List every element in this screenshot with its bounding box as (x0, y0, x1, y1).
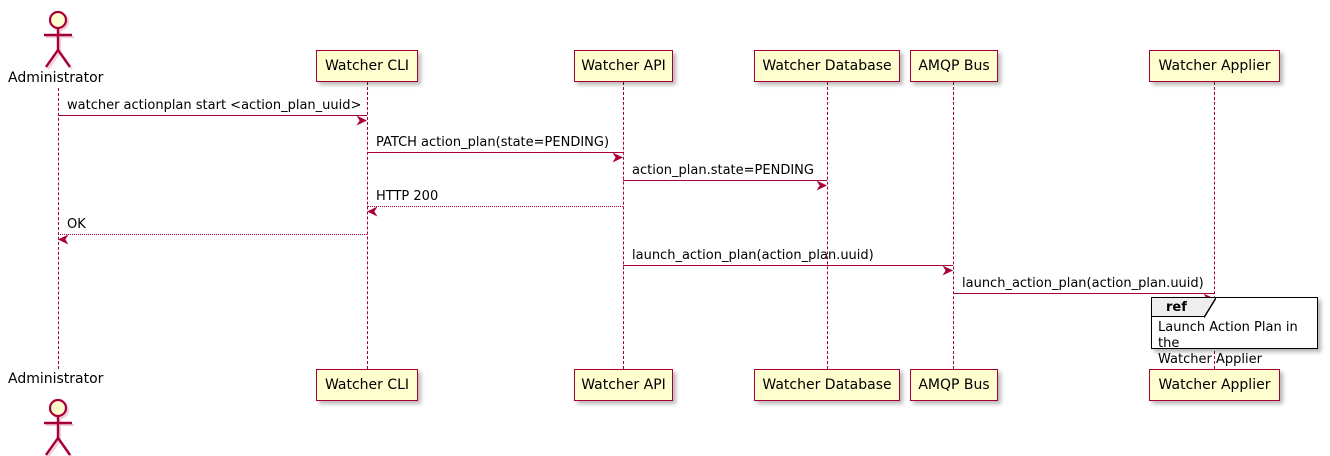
lifeline-watcher-cli (367, 82, 368, 369)
participant-box-watcher-api-bottom[interactable]: Watcher API (574, 369, 673, 401)
participant-box-watcher-cli-top[interactable]: Watcher CLI (316, 50, 418, 82)
message-label-2: PATCH action_plan(state=PENDING) (376, 135, 610, 150)
actor-label-administrator-bottom: Administrator (8, 371, 104, 387)
ref-fragment-tab: ref (1152, 298, 1204, 317)
actor-figure-administrator-top (35, 8, 81, 74)
message-line-3 (623, 180, 827, 181)
lifeline-watcher-database (827, 82, 828, 369)
message-line-6 (623, 265, 953, 266)
message-line-5 (58, 234, 367, 235)
message-arrowhead-4 (367, 202, 378, 221)
participant-box-amqp-bus-top[interactable]: AMQP Bus (910, 50, 998, 82)
ref-fragment-tab-corner (1203, 297, 1217, 322)
participant-box-watcher-cli-bottom[interactable]: Watcher CLI (316, 369, 418, 401)
message-label-7: launch_action_plan(action_plan.uuid) (962, 276, 1204, 291)
message-arrowhead-3 (816, 176, 827, 195)
participant-label-watcher-api: Watcher API (581, 377, 666, 393)
actor-label-administrator-top: Administrator (8, 70, 104, 86)
actor-figure-administrator-bottom (35, 396, 81, 456)
ref-fragment-tab-label: ref (1166, 299, 1187, 315)
participant-label-watcher-api: Watcher API (581, 58, 666, 74)
message-line-2 (367, 152, 623, 153)
message-label-3: action_plan.state=PENDING (632, 163, 814, 178)
message-label-5: OK (67, 217, 86, 232)
message-arrowhead-1 (356, 111, 367, 130)
participant-label-amqp-bus: AMQP Bus (918, 377, 990, 393)
message-arrowhead-5 (58, 230, 69, 249)
lifeline-administrator (58, 88, 59, 369)
message-line-4 (367, 206, 623, 207)
message-arrowhead-6 (942, 261, 953, 280)
participant-label-watcher-cli: Watcher CLI (324, 58, 410, 74)
participant-label-watcher-cli: Watcher CLI (324, 377, 410, 393)
lifeline-watcher-api (623, 82, 624, 369)
message-line-1 (58, 115, 367, 116)
message-arrowhead-2 (612, 148, 623, 167)
message-label-6: launch_action_plan(action_plan.uuid) (632, 248, 874, 263)
participant-box-watcher-applier-top[interactable]: Watcher Applier (1149, 50, 1280, 82)
ref-fragment-text: Launch Action Plan in the Watcher Applie… (1158, 320, 1298, 367)
participant-box-watcher-api-top[interactable]: Watcher API (574, 50, 673, 82)
lifeline-amqp-bus (953, 82, 954, 369)
participant-label-watcher-database: Watcher Database (762, 377, 892, 393)
participant-box-watcher-applier-bottom[interactable]: Watcher Applier (1149, 369, 1280, 401)
lifeline-watcher-applier (1214, 82, 1215, 369)
participant-label-watcher-applier: Watcher Applier (1158, 58, 1271, 74)
message-label-1: watcher actionplan start <action_plan_uu… (67, 98, 362, 113)
participant-box-amqp-bus-bottom[interactable]: AMQP Bus (910, 369, 998, 401)
participant-label-watcher-database: Watcher Database (762, 58, 892, 74)
participant-label-amqp-bus: AMQP Bus (918, 58, 990, 74)
participant-label-watcher-applier: Watcher Applier (1158, 377, 1271, 393)
participant-box-watcher-database-top[interactable]: Watcher Database (754, 50, 900, 82)
participant-box-watcher-database-bottom[interactable]: Watcher Database (754, 369, 900, 401)
message-label-4: HTTP 200 (376, 189, 439, 204)
message-line-7 (953, 293, 1214, 294)
